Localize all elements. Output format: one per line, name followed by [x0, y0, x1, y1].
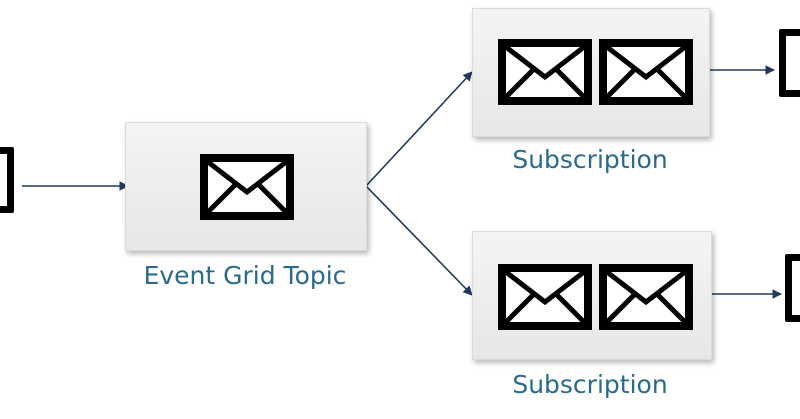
topic-label: Event Grid Topic — [143, 261, 347, 290]
envelope-icon — [498, 264, 592, 330]
event-grid-topic-box — [125, 122, 367, 251]
subscription-box-bottom — [472, 231, 712, 360]
event-handler-shape-top — [779, 29, 800, 97]
envelope-icon — [599, 39, 693, 105]
envelope-icon — [599, 264, 693, 330]
topic-to-subscription-bottom-arrow — [365, 185, 473, 296]
subscription-label-bottom: Subscription — [512, 370, 668, 399]
subscription-label-top: Subscription — [512, 145, 668, 174]
topic-to-subscription-top-arrow — [365, 71, 473, 187]
envelope-icon — [498, 39, 592, 105]
event-source-shape — [0, 147, 14, 213]
event-handler-shape-bottom — [785, 254, 800, 322]
subscription-box-top — [472, 8, 710, 137]
envelope-icon — [200, 154, 294, 220]
